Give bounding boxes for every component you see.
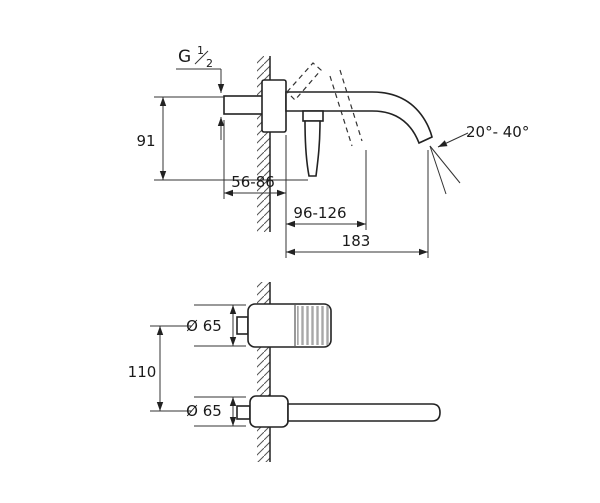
- thread-label-denominator: 2: [206, 57, 213, 70]
- thread-label-prefix: G: [178, 47, 191, 67]
- wall-escutcheon-side: [261, 79, 287, 133]
- dim-110-label: 110: [128, 363, 157, 381]
- angle-label: 20°- 40°: [466, 123, 529, 141]
- dia-bottom-label: Ø 65: [186, 402, 222, 420]
- handle-knob-shading: [297, 306, 329, 345]
- lever-swing-line-2: [339, 69, 363, 142]
- dim-96126-label: 96-126: [293, 204, 346, 222]
- lever-swing-line-1: [329, 75, 353, 147]
- angle-ray-steep: [429, 145, 447, 195]
- side-view: G 1 2 91 56-86 96-126 183 20°- 40°: [136, 44, 529, 258]
- angle-ray-shallow: [429, 145, 461, 184]
- projection-view: Ø 65 110 Ø 65: [128, 282, 441, 462]
- inlet-pipe: [223, 95, 265, 115]
- dim-91-label: 91: [136, 132, 155, 150]
- spout-tube: [287, 403, 441, 422]
- spout-inlet-stub: [236, 405, 251, 420]
- spout-escutcheon: [249, 395, 289, 428]
- dim-5686-label: 56-86: [231, 173, 275, 191]
- dim-183-label: 183: [342, 232, 371, 250]
- lever-handle: [304, 120, 321, 177]
- thread-label-numerator: 1: [197, 44, 204, 57]
- lever-neck: [302, 110, 324, 122]
- dia-top-label: Ø 65: [186, 317, 222, 335]
- handle-inlet-stub: [236, 316, 249, 335]
- thread-fraction-slash: [194, 50, 209, 65]
- spout-outline: [285, 91, 433, 145]
- angle-leader-arrow: [437, 132, 469, 148]
- lever-raised-position-dashed: [286, 62, 322, 101]
